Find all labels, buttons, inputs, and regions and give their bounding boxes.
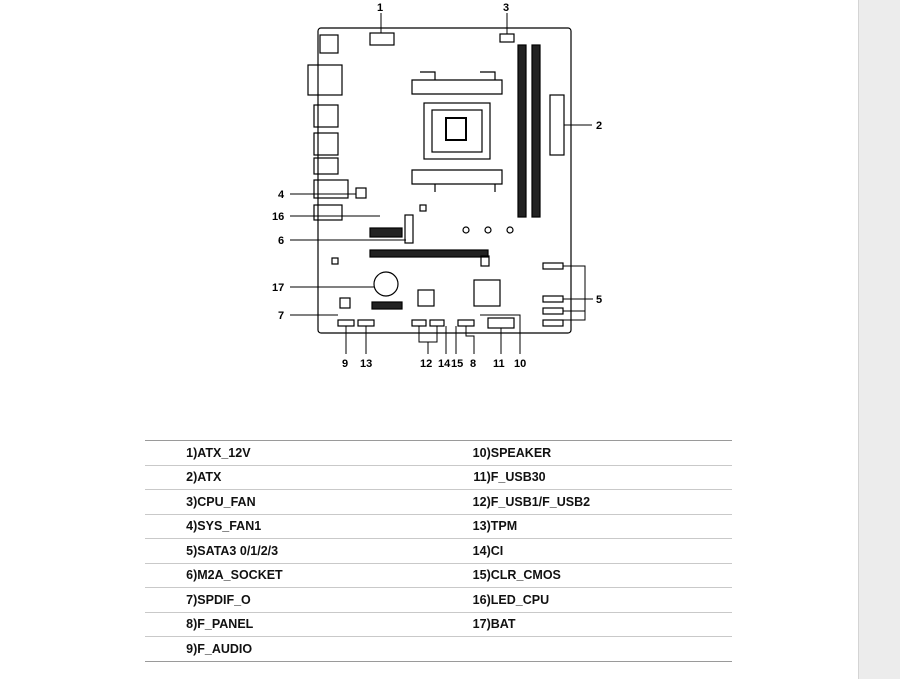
legend-label-right: TPM <box>490 514 732 539</box>
legend-label-right <box>490 636 732 662</box>
legend-label-right: SPEAKER <box>490 440 732 466</box>
cmos-battery <box>373 271 399 297</box>
legend-label-left: CPU_FAN <box>197 489 439 515</box>
legend-number-right: 17) <box>438 612 491 637</box>
rear-io-ps2 <box>319 34 339 54</box>
legend-number-left: 8) <box>145 612 198 637</box>
legend-number-right: 11) <box>438 465 491 490</box>
callout-1: 1 <box>377 2 383 14</box>
legend-number-right: 10) <box>438 440 491 466</box>
legend-row: 9)F_AUDIO <box>145 636 732 662</box>
callout-14: 14 <box>438 358 451 370</box>
legend-number-left: 6) <box>145 563 198 588</box>
legend-label-right: CI <box>490 538 732 564</box>
callout-7: 7 <box>278 310 284 322</box>
callout-9: 9 <box>342 358 348 370</box>
atx12v-connector <box>369 32 395 46</box>
callout-17: 17 <box>272 282 284 294</box>
chipset <box>473 279 501 307</box>
callout-13: 13 <box>360 358 372 370</box>
legend-number-right <box>438 636 491 662</box>
legend-label-right: F_USB1/F_USB2 <box>490 489 732 515</box>
legend-number-right: 14) <box>438 538 491 564</box>
legend-label-right: LED_CPU <box>490 587 732 613</box>
callout-11: 11 <box>493 358 505 370</box>
legend-label-left: SATA3 0/1/2/3 <box>197 538 439 564</box>
legend-label-left: ATX <box>197 465 439 490</box>
motherboard-layout-diagram: 1 2 3 4 5 6 7 8 9 10 11 12 13 14 15 16 1… <box>272 2 602 370</box>
m2-socket <box>369 227 403 238</box>
callout-6: 6 <box>278 235 284 247</box>
legend-number-left: 3) <box>145 489 198 515</box>
pcie-x1-slot <box>371 301 403 310</box>
dimm-slot-2 <box>531 44 541 218</box>
sata-port-3 <box>542 319 564 327</box>
callout-15: 15 <box>451 358 463 370</box>
legend-label-left: ATX_12V <box>197 440 439 466</box>
callout-3: 3 <box>503 2 509 14</box>
legend-label-right: BAT <box>490 612 732 637</box>
legend-number-left: 4) <box>145 514 198 539</box>
pcie-x16-slot <box>369 249 489 258</box>
callout-4: 4 <box>278 189 285 201</box>
callout-10: 10 <box>514 358 526 370</box>
legend-number-left: 1) <box>145 440 198 466</box>
legend-number-right: 12) <box>438 489 491 515</box>
legend-label-left: F_AUDIO <box>197 636 439 662</box>
legend-number-right: 13) <box>438 514 491 539</box>
legend-label-left: M2A_SOCKET <box>197 563 439 588</box>
legend-number-left: 7) <box>145 587 198 613</box>
legend-number-left: 2) <box>145 465 198 490</box>
legend-label-left: SPDIF_O <box>197 587 439 613</box>
legend-label-left: SYS_FAN1 <box>197 514 439 539</box>
callout-5: 5 <box>596 294 602 306</box>
callout-16: 16 <box>272 211 284 223</box>
viewer-gutter <box>858 0 900 679</box>
cpu-socket <box>423 102 491 160</box>
legend-label-right: CLR_CMOS <box>490 563 732 588</box>
dimm-slot-1 <box>517 44 527 218</box>
callout-8: 8 <box>470 358 476 370</box>
legend-label-right: F_USB30 <box>490 465 732 490</box>
legend-number-right: 15) <box>438 563 491 588</box>
legend-label-left: F_PANEL <box>197 612 439 637</box>
legend-number-right: 16) <box>438 587 491 613</box>
legend-number-left: 5) <box>145 538 198 564</box>
sys-fan-header <box>355 187 367 199</box>
callout-12: 12 <box>420 358 432 370</box>
callout-2: 2 <box>596 120 602 132</box>
legend-number-left: 9) <box>145 636 198 662</box>
